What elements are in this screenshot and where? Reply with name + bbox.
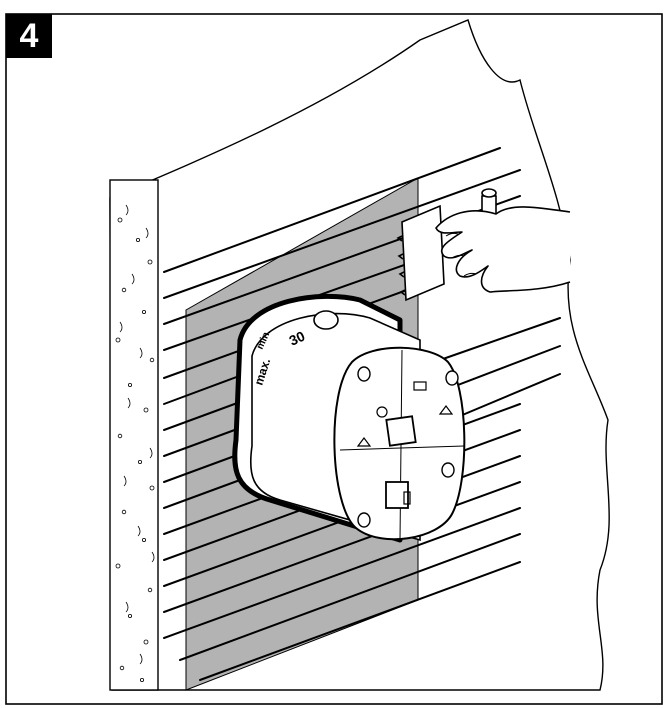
- front-symbols: [356, 381, 454, 505]
- plaster-edge: [109, 179, 159, 691]
- plaster-guard-plate: [401, 204, 445, 302]
- plate-notches: [396, 235, 406, 296]
- step-number-badge: 4: [6, 14, 52, 58]
- hand-details: [445, 232, 477, 277]
- hand: [435, 206, 571, 293]
- depth-value-label: 30: [287, 328, 308, 349]
- plaster-texture: [115, 204, 155, 683]
- rod-top: [481, 188, 497, 198]
- figure-border: [5, 13, 663, 705]
- flush-box: 30 max. min.: [232, 293, 466, 543]
- valve-square: [385, 415, 417, 447]
- valve-square-lower: [385, 481, 409, 509]
- inlet-nozzle: [313, 310, 339, 330]
- screw-posts: [357, 366, 459, 528]
